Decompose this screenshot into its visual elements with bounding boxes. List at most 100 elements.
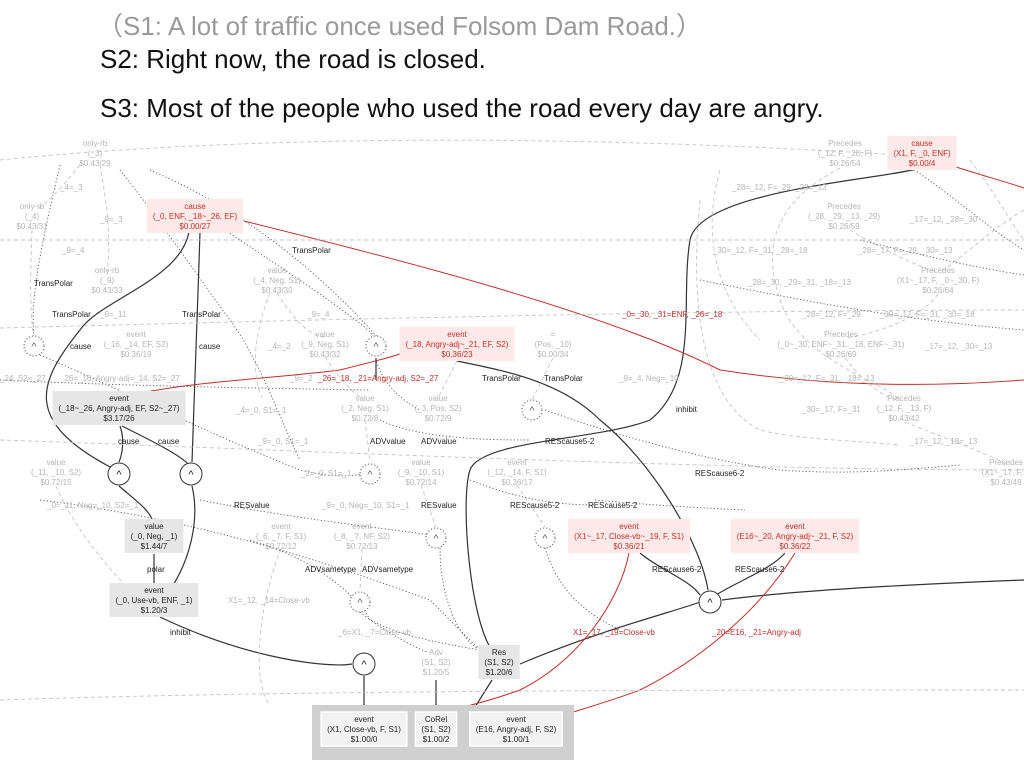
node-label-line: (S1, S2) bbox=[484, 658, 514, 667]
node-label-line: (_9, _10, S1) bbox=[398, 468, 445, 477]
junction-symbol: ^ bbox=[188, 469, 194, 481]
node-onlyrb9: only-rb(_9)$0.43/33 bbox=[91, 266, 123, 295]
edge-label: _9=_2 bbox=[289, 374, 313, 383]
junction-node: ^ bbox=[352, 652, 376, 676]
node-label-line: (E16, Angry-adj, F, S2) bbox=[476, 725, 557, 734]
edge-label: polar bbox=[147, 565, 165, 574]
edge-label: _28=_12, F=_29 bbox=[801, 310, 861, 319]
node-label-line: $0.43/42 bbox=[888, 414, 920, 423]
node-label-line: value bbox=[355, 394, 375, 403]
edge-dotted-66 bbox=[39, 354, 366, 477]
junction-symbol: ^ bbox=[367, 469, 373, 481]
node-label-line: (X1~_17, F, S bbox=[982, 468, 1024, 477]
edge-faint-46 bbox=[904, 421, 1007, 465]
node-fX1: event(X1, Close-vb, F, S1)$1.00/0 bbox=[320, 711, 408, 747]
edge-dotted-53 bbox=[209, 219, 375, 337]
node-label-line: event bbox=[109, 394, 129, 403]
node-label-line: (_4, Neg, S1) bbox=[253, 276, 301, 285]
node-cause0: cause(_0, ENF, _18~_26, EF)$0.00/27 bbox=[146, 199, 244, 233]
node-label-line: $0.72/12 bbox=[265, 542, 297, 551]
edge-label: REScause6-2 bbox=[652, 565, 702, 574]
node-label-line: (Pos, _10) bbox=[535, 340, 572, 349]
node-event0: event(_0, Use-vb, ENF, _1)$1.20/3 bbox=[109, 583, 199, 617]
edge-label: REScause5-2 bbox=[545, 437, 595, 446]
node-label-line: Precedes bbox=[827, 202, 861, 211]
edge-dotted-68 bbox=[899, 159, 1024, 251]
edge-label: _28=_30, _29=_31, _18=_13 bbox=[747, 278, 852, 287]
node-label-line: only-rb bbox=[20, 202, 45, 211]
node-label-line: event bbox=[507, 458, 527, 467]
edge-label: inhibit bbox=[676, 405, 698, 414]
edge-faint-37 bbox=[420, 484, 437, 528]
node-label-line: $1.20/6 bbox=[486, 668, 513, 677]
edge-dark-16 bbox=[715, 552, 786, 596]
edge-label: TransPolar bbox=[544, 374, 583, 383]
edge-dark-15 bbox=[639, 552, 701, 596]
node-label-line: (_3) bbox=[88, 149, 103, 158]
node-label-line: Precedes bbox=[989, 458, 1023, 467]
node-adv: Adv(S1, S2)$1.20/5 bbox=[421, 648, 451, 677]
junction-node: ^ bbox=[349, 591, 371, 613]
node-prec2: Precedes(_28, _29, _13, _29)$0.26/59 bbox=[808, 202, 880, 231]
edge-label: _17=_12, _28=_30 bbox=[909, 215, 978, 224]
edge-label: _4=_0, S1=_1 bbox=[235, 406, 287, 415]
edge-label: cause bbox=[118, 437, 140, 446]
node-event18b: event(_18~_26, Angry-adj, EF, S2~_27)$3.… bbox=[52, 391, 186, 425]
node-label-line: $1.20/5 bbox=[423, 668, 450, 677]
edge-label: _26=_16, Angry-adj=_14, S2=_27 bbox=[59, 374, 180, 383]
node-label-line: value bbox=[411, 458, 431, 467]
edge-label: X1=_12, _14=Close-vb bbox=[228, 596, 310, 605]
junction-symbol: ^ bbox=[373, 341, 379, 353]
node-res: Res(S1, S2)$1.20/6 bbox=[478, 645, 520, 679]
edge-label: REScause6-2 bbox=[695, 469, 745, 478]
node-pos10: =(Pos, _10)$0.00/34 bbox=[535, 330, 572, 359]
edge-dotted-56 bbox=[199, 499, 431, 536]
edge-faint-43 bbox=[849, 229, 939, 273]
junction-symbol: ^ bbox=[361, 659, 367, 671]
junction-node: ^ bbox=[107, 462, 131, 486]
node-value4: value(_4, Neg, S1)$0.43/30 bbox=[253, 266, 301, 295]
node-label-line: (_0, ENF, _18~_26, EF) bbox=[153, 212, 238, 221]
edge-dark-2 bbox=[118, 425, 124, 463]
edge-dotted-55 bbox=[39, 499, 481, 651]
edge-label: _17=_12, _30=_13 bbox=[924, 342, 993, 351]
edge-dotted-60 bbox=[544, 547, 621, 631]
node-label-line: (_6, _7, F, S1) bbox=[256, 532, 307, 541]
node-label-line: $0.26/64 bbox=[922, 286, 954, 295]
edge-dark-5 bbox=[169, 485, 196, 591]
edge-faint-23 bbox=[0, 139, 901, 161]
node-prec5: Precedes(_12, F, _13, F)$0.43/42 bbox=[877, 394, 932, 423]
node-label-line: $0.72/8 bbox=[352, 414, 379, 423]
node-label-line: $0.43/31 bbox=[16, 222, 48, 231]
node-label-line: value bbox=[144, 522, 164, 531]
edge-red-22 bbox=[949, 164, 1024, 189]
edge-label: _4=_2 bbox=[267, 342, 291, 351]
node-label-line: = bbox=[551, 330, 556, 339]
edge-label: _9=_4, Neg=_10 bbox=[618, 374, 679, 383]
node-label-line: $1.00/1 bbox=[503, 735, 530, 744]
edge-label: REScause5-2 bbox=[510, 501, 560, 510]
edge-dark-3 bbox=[121, 425, 189, 465]
node-label-line: value bbox=[428, 394, 448, 403]
edge-label: _4=_3 bbox=[59, 183, 83, 192]
node-label-line: (X1, Close-vb, F, S1) bbox=[327, 725, 401, 734]
edge-label: _6=X1, _7=Close-vb bbox=[337, 628, 411, 637]
junction-symbol: ^ bbox=[357, 597, 363, 609]
sentence-s1: （S1: A lot of traffic once used Folsom D… bbox=[97, 11, 703, 41]
edge-dark-13 bbox=[465, 167, 922, 651]
node-event12: event(_12, _14, F, S1)$0.36/17 bbox=[487, 458, 546, 487]
edge-label: _9=_0, S1=_1 bbox=[257, 437, 309, 446]
node-value9: value(_9, Neg, S1)$0.43/32 bbox=[301, 330, 349, 359]
edge-faint-30 bbox=[30, 229, 35, 337]
node-label-line: (X1~_17, Close-vb~_19, F, S1) bbox=[574, 532, 684, 541]
node-label-line: event bbox=[447, 330, 467, 339]
nodes-layer: only-rb(_3)$0.43/29only-rb(_4)$0.43/31on… bbox=[16, 136, 1024, 760]
edge-label: _30=_17, F=_31 bbox=[801, 405, 861, 414]
sentence-s3: S3: Most of the people who used the road… bbox=[100, 93, 824, 123]
junction-symbol: ^ bbox=[116, 469, 122, 481]
edge-red-19 bbox=[119, 349, 411, 398]
edge-label: inhibit bbox=[170, 628, 192, 637]
edge-label: TransPolar bbox=[52, 310, 91, 319]
